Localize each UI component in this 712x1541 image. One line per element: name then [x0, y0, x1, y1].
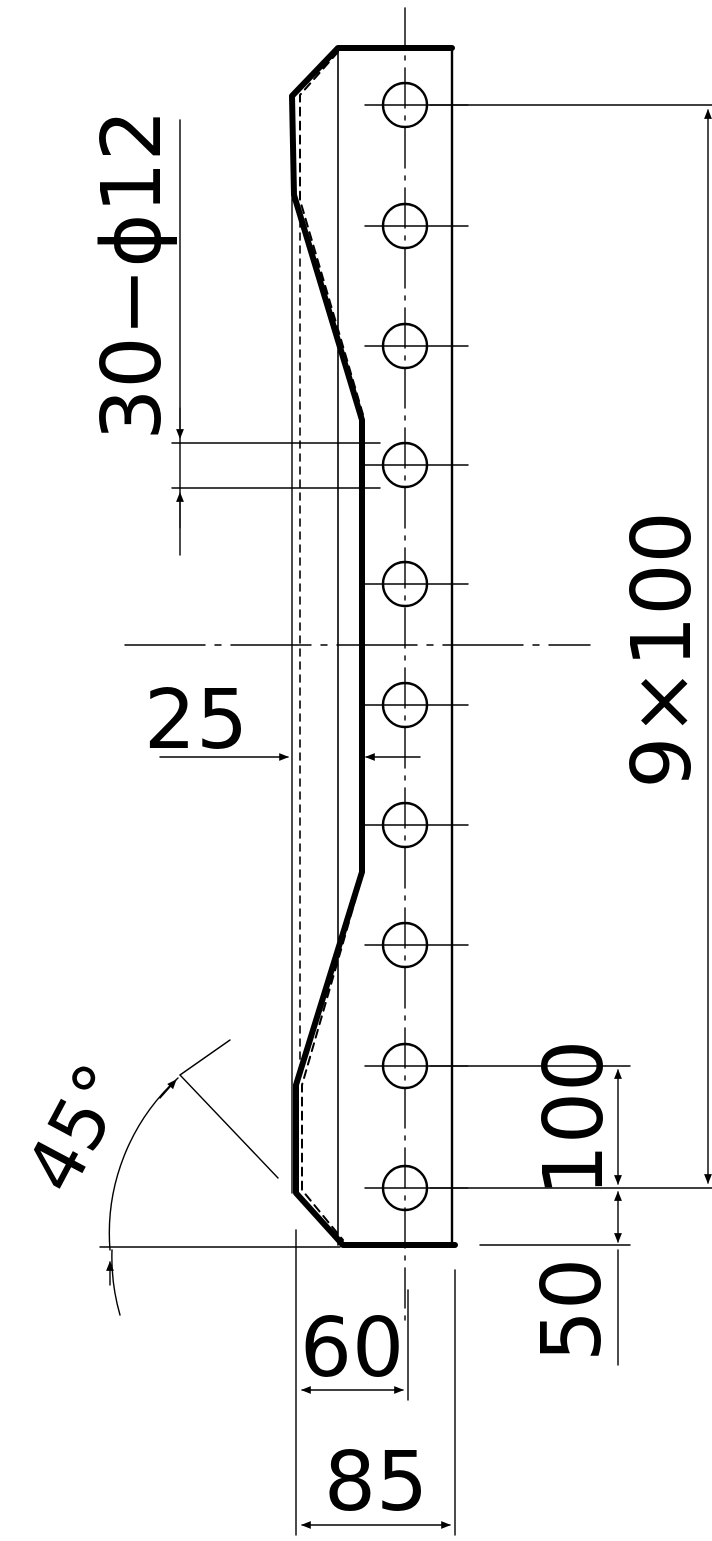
label-hole-spec: 30−ϕ12	[85, 109, 180, 440]
label-pitch-total: 9×100	[615, 511, 710, 788]
label-thickness: 25	[144, 673, 248, 768]
hole	[364, 801, 469, 849]
hole-group	[364, 81, 469, 1212]
label-total-width: 85	[324, 1435, 428, 1530]
dim-pitch-total	[429, 104, 712, 1189]
dim-hole-spec	[171, 119, 381, 556]
dim-end-offset	[479, 1191, 631, 1366]
hole	[364, 921, 469, 969]
label-inner-width: 60	[300, 1301, 404, 1396]
dim-chamfer-angle	[99, 1039, 341, 1316]
hole	[364, 560, 469, 608]
hole	[364, 322, 469, 370]
label-pitch-single: 100	[527, 1040, 622, 1197]
hole	[364, 202, 469, 250]
part-outline	[289, 45, 458, 1248]
label-end-offset: 50	[525, 1258, 620, 1362]
dim-widths	[295, 1229, 456, 1536]
dim-pitch-single	[429, 1065, 631, 1185]
outer-profile	[289, 45, 458, 1248]
inner-web-dashed	[299, 51, 365, 1241]
centerlines	[124, 7, 591, 1321]
label-chamfer-angle: 45°	[9, 1050, 147, 1206]
hole	[364, 441, 469, 489]
hole	[364, 681, 469, 729]
